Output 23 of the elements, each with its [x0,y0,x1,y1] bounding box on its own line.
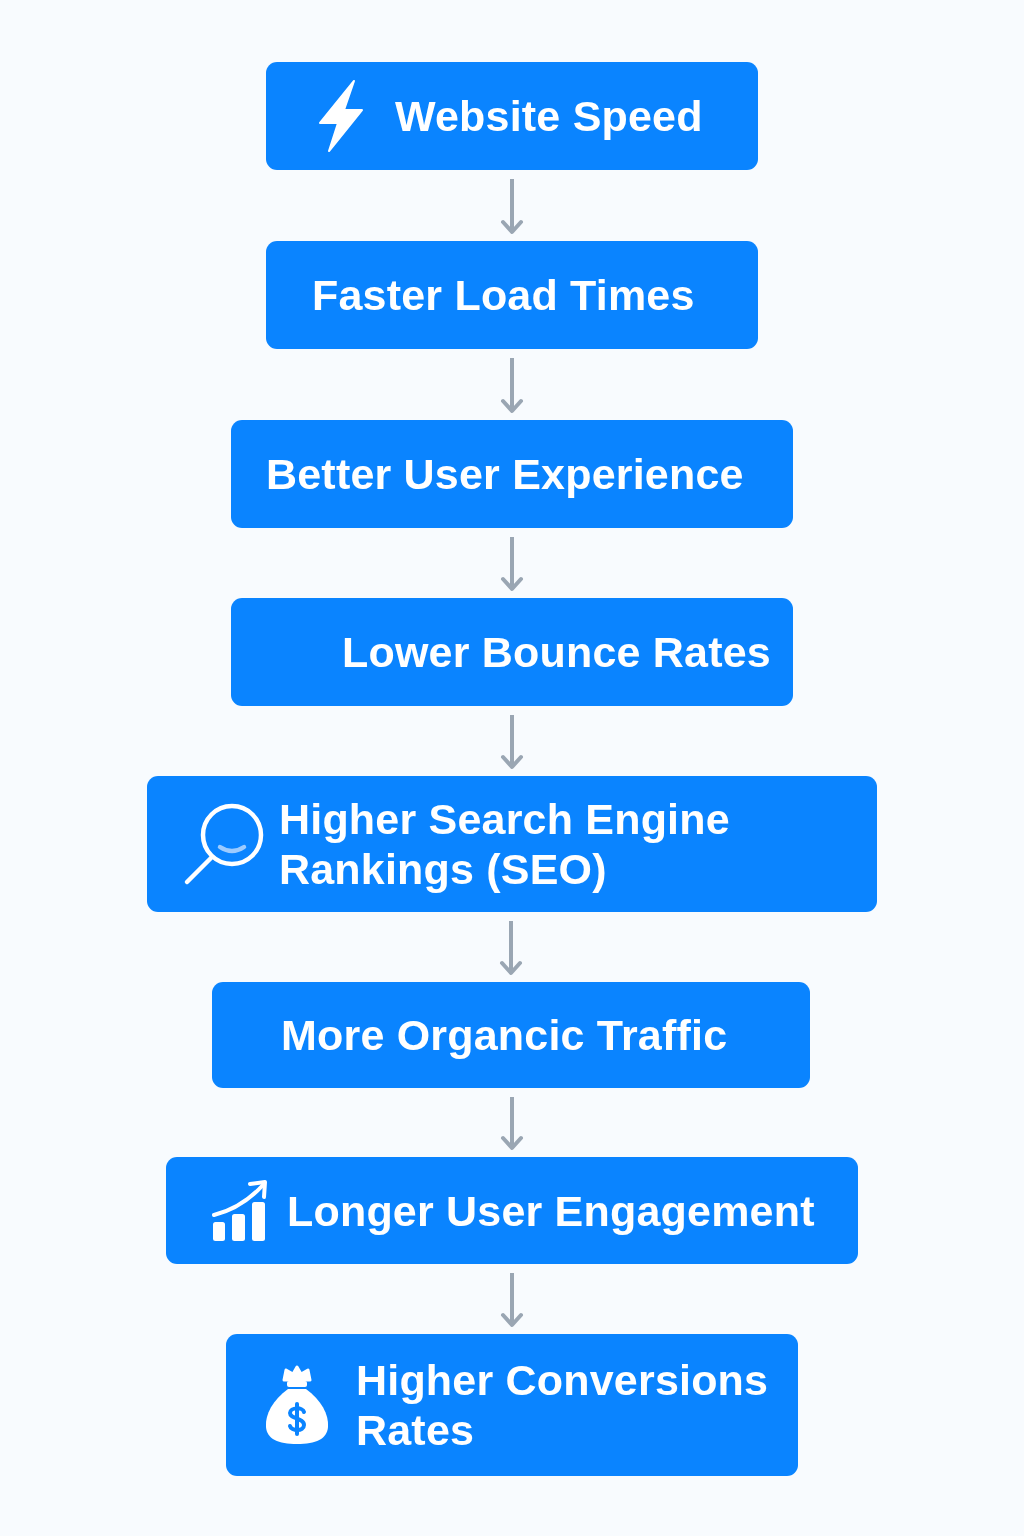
arrow [501,358,523,413]
node-text: Faster Load Times [312,270,695,320]
node-text: Lower Bounce Rates [342,627,771,677]
process-box [166,1157,858,1264]
node-text: Higher Search Engine Rankings (SEO) [279,794,731,894]
node-text: More Organcic Traffic [281,1010,728,1060]
arrow [501,1273,523,1327]
process-box [212,982,810,1088]
arrow [501,179,523,234]
arrow [500,921,522,975]
arrow [501,537,523,591]
process-box [231,598,793,706]
process-box [147,776,877,912]
arrow [501,715,523,769]
node-text: Website Speed [395,91,703,141]
process-box [266,241,758,349]
node-text: Better User Experience [266,449,744,499]
node-text: Longer User Engagement [287,1185,815,1236]
arrow [501,1097,523,1150]
node-text: Higher Conversions Rates [356,1355,770,1455]
process-box [266,62,758,170]
process-box [226,1334,798,1476]
process-box [231,420,793,528]
